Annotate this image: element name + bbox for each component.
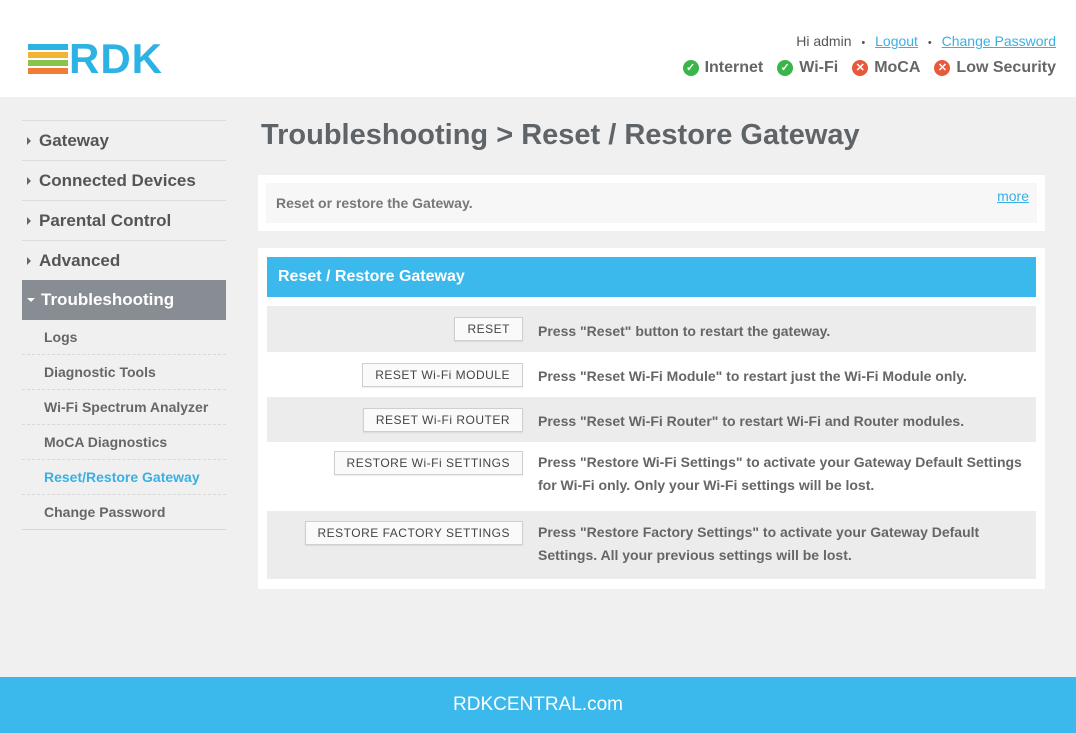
restore-wifi-settings-button[interactable]: RESTORE Wi-Fi SETTINGS <box>333 451 523 475</box>
x-icon: ✕ <box>852 60 869 76</box>
intro-panel: Reset or restore the Gateway. more <box>258 175 1045 231</box>
row-description: Press "Reset Wi-Fi Module" to restart ju… <box>538 368 967 384</box>
greeting: Hi admin <box>796 33 852 49</box>
sidebar-item-label: Gateway <box>39 130 109 150</box>
sidebar-subitem-wifi-spectrum-analyzer[interactable]: Wi-Fi Spectrum Analyzer <box>22 390 226 425</box>
logo-bars-icon <box>28 44 68 76</box>
caret-right-icon <box>27 256 31 265</box>
header: RDK Hi admin • Logout • Change Password … <box>0 0 1076 97</box>
caret-right-icon <box>27 216 31 225</box>
footer-link[interactable]: RDKCENTRAL.com <box>453 694 623 715</box>
sidebar-subitem-change-password[interactable]: Change Password <box>22 495 226 530</box>
footer: RDKCENTRAL.com <box>0 677 1076 733</box>
rdk-logo[interactable]: RDK <box>28 37 190 81</box>
sidebar-item-parental-control[interactable]: Parental Control <box>22 200 226 240</box>
row-description: Press "Reset Wi-Fi Router" to restart Wi… <box>538 413 965 429</box>
sidebar-subitem-diagnostic-tools[interactable]: Diagnostic Tools <box>22 355 226 390</box>
action-rows: RESET Press "Reset" button to restart th… <box>267 306 1036 579</box>
user-menu: Hi admin • Logout • Change Password <box>796 33 1056 49</box>
sidebar-subitem-logs[interactable]: Logs <box>22 320 226 355</box>
reset-wifi-router-button[interactable]: RESET Wi-Fi ROUTER <box>362 407 523 432</box>
check-icon: ✓ <box>682 60 699 76</box>
intro-text: Reset or restore the Gateway. <box>276 195 473 211</box>
sidebar-item-troubleshooting[interactable]: Troubleshooting <box>22 280 226 320</box>
x-icon: ✕ <box>934 60 951 76</box>
page-title: Troubleshooting > Reset / Restore Gatewa… <box>261 119 860 151</box>
sidebar-item-label: Advanced <box>39 250 121 270</box>
sidebar-item-advanced[interactable]: Advanced <box>22 240 226 280</box>
reset-restore-module: Reset / Restore Gateway RESET Press "Res… <box>258 248 1045 589</box>
module-header: Reset / Restore Gateway <box>267 257 1036 297</box>
caret-right-icon <box>27 136 31 145</box>
table-row: RESET Press "Reset" button to restart th… <box>267 306 1036 352</box>
row-description: Press "Reset" button to restart the gate… <box>538 322 831 339</box>
more-link[interactable]: more <box>997 188 1029 204</box>
change-password-link[interactable]: Change Password <box>941 33 1056 49</box>
intro-inner: Reset or restore the Gateway. more <box>266 183 1037 223</box>
status-internet: ✓ Internet <box>682 59 764 77</box>
status-bar: ✓ Internet ✓ Wi-Fi ✕ MoCA ✕ Low Security <box>682 59 1056 77</box>
reset-wifi-module-button[interactable]: RESET Wi-Fi MODULE <box>362 362 523 387</box>
reset-button[interactable]: RESET <box>454 317 523 341</box>
check-icon: ✓ <box>777 60 794 76</box>
sidebar-item-label: Connected Devices <box>39 170 196 190</box>
status-label: MoCA <box>874 59 921 76</box>
status-security: ✕ Low Security <box>934 59 1056 77</box>
troubleshooting-submenu: Logs Diagnostic Tools Wi-Fi Spectrum Ana… <box>22 320 226 530</box>
table-row: RESTORE FACTORY SETTINGS Press "Restore … <box>267 511 1036 579</box>
sidebar-item-label: Parental Control <box>39 210 172 230</box>
row-description: Press "Restore Wi-Fi Settings" to activa… <box>538 454 1022 493</box>
sidebar-item-gateway[interactable]: Gateway <box>22 120 226 160</box>
status-label: Wi-Fi <box>799 59 839 76</box>
status-moca: ✕ MoCA <box>852 59 920 77</box>
row-description: Press "Restore Factory Settings" to acti… <box>538 524 980 563</box>
sidebar-nav: Gateway Connected Devices Parental Contr… <box>22 120 226 530</box>
sidebar-item-connected-devices[interactable]: Connected Devices <box>22 160 226 200</box>
logo-text: RDK <box>69 35 163 82</box>
restore-factory-settings-button[interactable]: RESTORE FACTORY SETTINGS <box>304 521 523 545</box>
status-label: Low Security <box>956 59 1056 76</box>
sidebar-subitem-moca-diagnostics[interactable]: MoCA Diagnostics <box>22 425 226 460</box>
separator: • <box>927 37 932 49</box>
status-wifi: ✓ Wi-Fi <box>777 59 838 77</box>
separator: • <box>861 37 866 49</box>
logout-link[interactable]: Logout <box>875 33 918 49</box>
status-label: Internet <box>704 59 764 76</box>
table-row: RESTORE Wi-Fi SETTINGS Press "Restore Wi… <box>267 442 1036 511</box>
caret-right-icon <box>27 176 31 185</box>
sidebar-subitem-reset-restore-gateway[interactable]: Reset/Restore Gateway <box>22 460 226 495</box>
table-row: RESET Wi-Fi MODULE Press "Reset Wi-Fi Mo… <box>267 352 1036 397</box>
caret-down-icon <box>27 298 35 302</box>
sidebar-item-label: Troubleshooting <box>41 290 175 309</box>
table-row: RESET Wi-Fi ROUTER Press "Reset Wi-Fi Ro… <box>267 397 1036 442</box>
